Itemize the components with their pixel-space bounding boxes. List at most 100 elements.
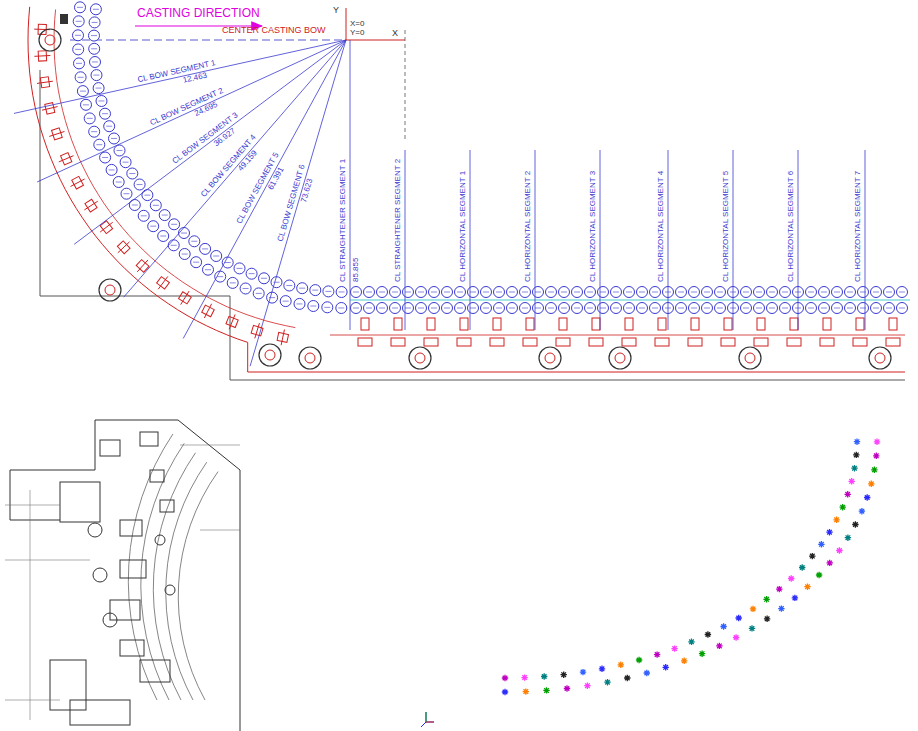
frame-part — [140, 432, 158, 446]
cylinder-base — [589, 338, 603, 346]
frame-part — [160, 500, 174, 512]
roller-axis — [106, 126, 112, 127]
survey-point — [624, 675, 630, 681]
roller — [598, 287, 609, 298]
survey-point — [749, 625, 755, 631]
roller — [858, 303, 869, 314]
roller-axis — [899, 292, 905, 293]
roller — [897, 303, 908, 314]
roller — [780, 287, 791, 298]
roller — [754, 303, 765, 314]
survey-point — [502, 675, 508, 681]
coordinate-label: X=0 — [350, 20, 364, 29]
roller-axis — [230, 282, 236, 283]
roller-axis — [171, 245, 177, 246]
roller — [104, 121, 115, 132]
roller-axis — [847, 308, 853, 309]
drive-unit — [259, 344, 281, 366]
roller — [676, 287, 687, 298]
roller-axis — [217, 276, 223, 277]
roller — [533, 287, 544, 298]
roller — [572, 303, 583, 314]
cylinder-rod — [137, 260, 148, 272]
cylinder-rod — [181, 291, 189, 305]
frame-part — [110, 600, 140, 620]
roller-axis — [509, 292, 515, 293]
roller-axis — [129, 173, 135, 174]
hydraulic-cylinder — [691, 318, 699, 330]
hydraulic-cylinder — [394, 318, 402, 330]
roller — [884, 303, 895, 314]
roller-axis — [678, 292, 684, 293]
roller — [429, 303, 440, 314]
roller — [390, 303, 401, 314]
roller — [507, 287, 518, 298]
roller-axis — [102, 113, 108, 114]
segment-label: CL HORIZONTAL SEGMENT 7 — [854, 171, 863, 282]
cylinder-base — [655, 338, 669, 346]
survey-point — [873, 453, 879, 459]
roller — [253, 288, 264, 299]
y-axis — [346, 8, 347, 40]
survey-point — [809, 553, 815, 559]
roller-axis — [93, 9, 99, 10]
roller — [858, 287, 869, 298]
roller-axis — [470, 308, 476, 309]
roller-axis — [144, 195, 150, 196]
roller — [84, 113, 95, 124]
roller-axis — [626, 308, 632, 309]
hydraulic-cylinder — [157, 277, 170, 289]
drive-unit — [265, 350, 275, 360]
roller — [134, 179, 145, 190]
drive-unit — [45, 35, 55, 45]
roller-axis — [808, 308, 814, 309]
survey-point — [599, 666, 605, 672]
roller-axis — [704, 308, 710, 309]
roller-axis — [324, 307, 330, 308]
roller — [284, 280, 295, 291]
roller — [267, 292, 278, 303]
drive-unit — [39, 29, 61, 51]
segment-frame — [28, 7, 905, 372]
segment-arc — [128, 434, 173, 700]
angle-value: 12.463 — [182, 72, 208, 86]
survey-point — [763, 596, 769, 602]
roller-axis — [535, 292, 541, 293]
survey-point — [868, 481, 874, 487]
direction-label: CASTING DIRECTION — [137, 7, 260, 20]
roller-axis — [691, 292, 697, 293]
roller — [806, 303, 817, 314]
survey-point — [750, 606, 756, 612]
survey-point — [663, 664, 669, 670]
survey-point — [864, 494, 870, 500]
frame-part — [60, 482, 100, 522]
cylinder-base — [754, 338, 768, 346]
roller-axis — [509, 308, 515, 309]
segment-centerline — [470, 150, 471, 330]
cylinder-rod — [37, 81, 53, 83]
roller — [481, 303, 492, 314]
pin — [165, 585, 175, 595]
roller-axis — [834, 308, 840, 309]
roller-axis — [87, 118, 93, 119]
roller — [75, 2, 86, 13]
roller — [468, 287, 479, 298]
roller — [294, 298, 305, 309]
frame-part — [120, 520, 142, 536]
roller-axis — [756, 292, 762, 293]
drive-unit — [305, 353, 315, 363]
roller-axis — [299, 288, 305, 289]
hydraulic-cylinder — [757, 318, 765, 330]
segment-centerline — [124, 40, 346, 297]
drive-unit — [409, 347, 431, 369]
roller-axis — [160, 236, 166, 237]
segment-label: CL HORIZONTAL SEGMENT 6 — [787, 171, 796, 282]
hydraulic-cylinder — [427, 318, 435, 330]
x-axis — [346, 40, 405, 41]
cylinder-base — [721, 338, 735, 346]
roller-axis — [132, 204, 138, 205]
roller-axis — [769, 308, 775, 309]
survey-point — [874, 439, 880, 445]
roller-axis — [756, 308, 762, 309]
roller-axis — [116, 182, 122, 183]
